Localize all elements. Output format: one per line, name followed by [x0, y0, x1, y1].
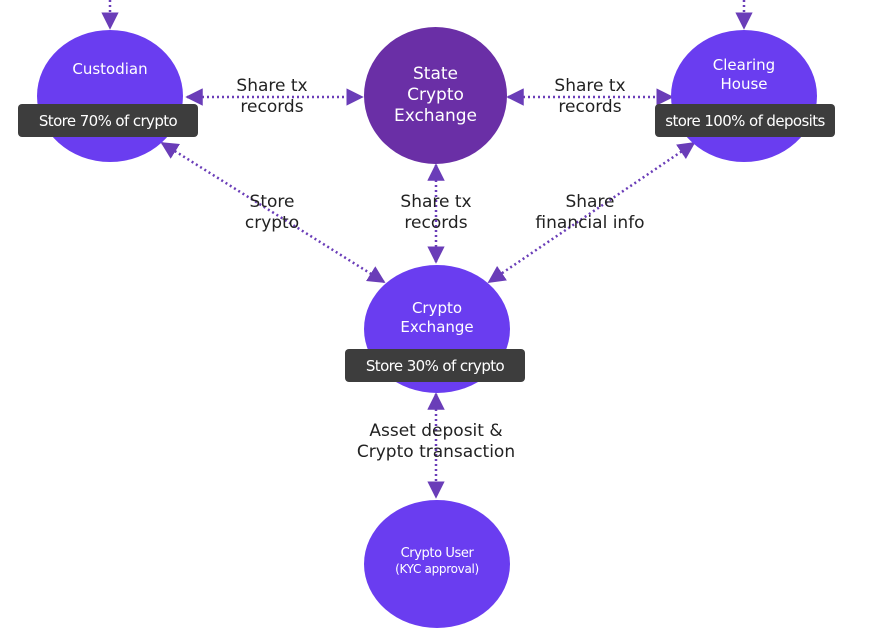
- tag-crypto-exchange: Store 30% of crypto: [345, 349, 525, 382]
- node-clearing-title-line-1: Clearing: [712, 56, 776, 74]
- node-user-subtitle: (KYC approval): [395, 562, 479, 576]
- node-state-title-line-3: Exchange: [393, 106, 478, 126]
- label-state-exchange-line-1: Share tx: [400, 192, 472, 212]
- label-clearing-exchange-line-2: financial info: [535, 213, 645, 233]
- node-crypto-user: Crypto User (KYC approval): [364, 500, 510, 628]
- tag-custodian: Store 70% of crypto: [18, 104, 198, 137]
- connector-layer: [101, 0, 753, 499]
- label-custodian-state: Share tx records: [236, 76, 307, 118]
- node-clearing-title-line-2: House: [720, 75, 768, 93]
- node-state-title-line-2: Crypto: [407, 85, 464, 105]
- label-clearing-exchange: Share financial info: [535, 192, 644, 234]
- node-clearing-house: Clearing House: [671, 30, 817, 162]
- node-state-title-line-1: State: [413, 64, 458, 84]
- arrow-clearing-exchange: [487, 141, 696, 284]
- label-state-clearing-line-1: Share tx: [554, 76, 626, 96]
- arrow-custodian-exchange: [160, 141, 386, 284]
- node-custodian-title: Custodian: [72, 60, 148, 78]
- label-custodian-exchange: Store crypto: [245, 192, 299, 234]
- label-custodian-state-line-2: records: [240, 97, 304, 117]
- node-exchange-title-line-2: Exchange: [400, 318, 474, 336]
- tag-clearing-house: store 100% of deposits: [655, 104, 835, 137]
- node-exchange-title-line-1: Crypto: [411, 299, 463, 317]
- label-state-clearing: Share tx records: [554, 76, 625, 118]
- label-exchange-user-line-2: Crypto transaction: [356, 442, 516, 462]
- label-custodian-exchange-line-2: crypto: [244, 213, 300, 233]
- label-state-clearing-line-2: records: [558, 97, 622, 117]
- node-user-title: Crypto User: [400, 546, 474, 561]
- label-exchange-user: Asset deposit & Crypto transaction: [357, 421, 515, 463]
- label-state-exchange-line-2: records: [404, 213, 468, 233]
- node-state-crypto-exchange: State Crypto Exchange: [364, 27, 507, 164]
- label-exchange-user-line-1: Asset deposit &: [369, 421, 503, 441]
- label-state-exchange: Share tx records: [400, 192, 471, 234]
- label-clearing-exchange-line-1: Share: [565, 192, 615, 212]
- label-custodian-state-line-1: Share tx: [236, 76, 308, 96]
- node-custodian: Custodian: [37, 30, 183, 162]
- label-custodian-exchange-line-1: Store: [249, 192, 295, 212]
